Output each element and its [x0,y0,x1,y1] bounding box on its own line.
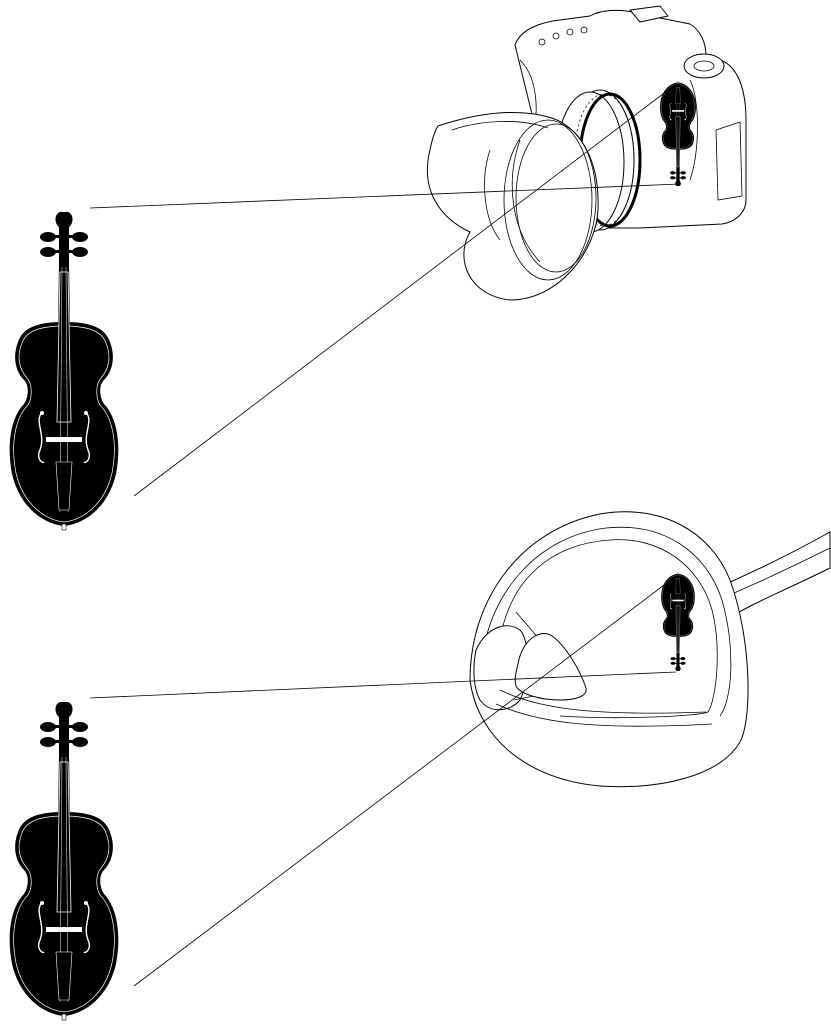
ray-top-eye [89,671,677,699]
ray-bottom-eye [133,575,677,987]
camera-icon [426,5,747,301]
violin-icon [8,211,120,531]
camera-panel [8,5,747,531]
eye-panel [8,511,831,1021]
eye-icon [469,511,831,788]
ray-bottom-camera [133,83,677,497]
ray-top-camera [89,183,681,209]
violin-icon [8,701,120,1021]
